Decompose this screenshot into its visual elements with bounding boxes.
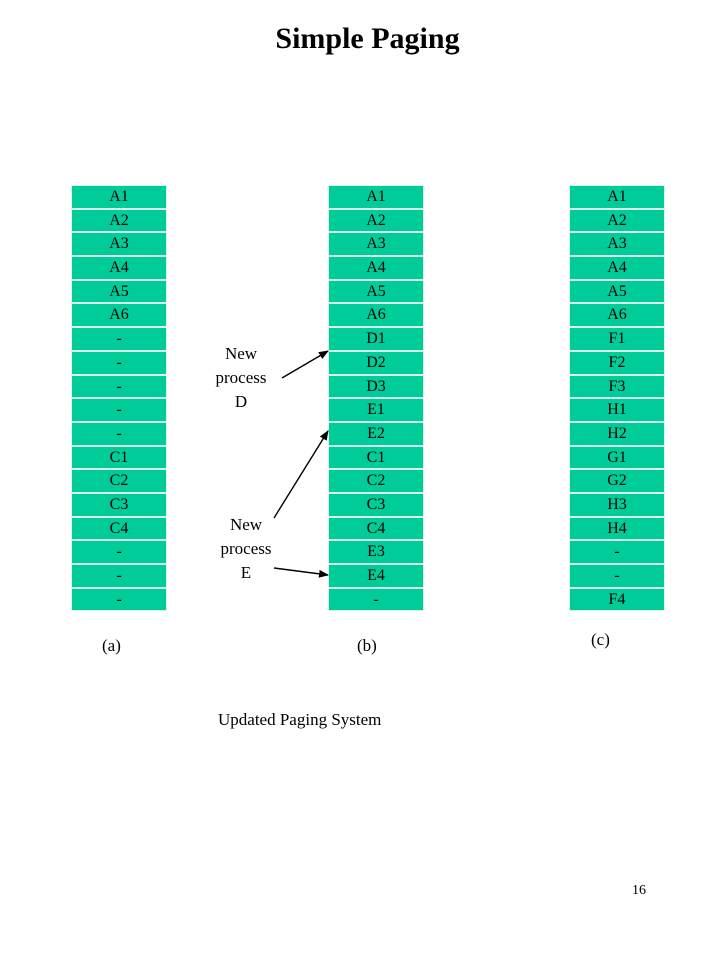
page-frame: A5 <box>71 279 167 304</box>
page-frame: F1 <box>569 327 665 351</box>
page-frame: A6 <box>328 303 424 328</box>
page-frame: A1 <box>328 185 424 209</box>
page-frame: A2 <box>71 208 167 233</box>
page-frame: - <box>328 587 424 612</box>
note-line: New <box>229 515 263 534</box>
page-frame: F2 <box>569 350 665 375</box>
page-frame: F4 <box>569 587 665 612</box>
page-frame: E1 <box>328 398 424 422</box>
page-frame: C3 <box>71 492 167 517</box>
page-frame: D3 <box>328 374 424 399</box>
page-frame: H4 <box>569 516 665 541</box>
note-line: D <box>234 392 248 411</box>
note-line: process <box>220 539 272 558</box>
page-frame: - <box>71 374 167 399</box>
arrow-d-to-d1 <box>281 350 329 379</box>
page-frame: - <box>71 327 167 351</box>
page-frame: H3 <box>569 492 665 517</box>
column-label-a: (a) <box>102 636 121 655</box>
page-frame: A1 <box>71 185 167 209</box>
page-frame: C4 <box>71 516 167 541</box>
page-frame: C3 <box>328 492 424 517</box>
page-frame: - <box>71 587 167 612</box>
page-frame: - <box>71 540 167 564</box>
note-line: New <box>224 344 258 363</box>
note-line: E <box>240 563 252 582</box>
page-frame: D2 <box>328 350 424 375</box>
page-frame: A4 <box>569 256 665 280</box>
page-frame: - <box>71 350 167 375</box>
page-frame: - <box>71 564 167 588</box>
page-frame: A6 <box>569 303 665 328</box>
page-frame: A6 <box>71 303 167 328</box>
page-frame: E2 <box>328 421 424 446</box>
page-frame: C2 <box>328 469 424 493</box>
page-frame: C4 <box>328 516 424 541</box>
page-frame: G2 <box>569 469 665 493</box>
page-frame: - <box>569 540 665 564</box>
page-frame: E4 <box>328 564 424 588</box>
page-frame: A5 <box>328 279 424 304</box>
caption: Updated Paging System <box>218 710 382 729</box>
note-line: process <box>215 368 267 387</box>
page-frame: F3 <box>569 374 665 399</box>
page-frame: A3 <box>71 232 167 257</box>
page-frame: A4 <box>71 256 167 280</box>
new-process-d-note: New process D <box>196 342 286 414</box>
arrow-e-to-e2 <box>273 430 329 519</box>
page-frame: A2 <box>328 208 424 233</box>
page-frame: A4 <box>328 256 424 280</box>
column-label-c: (c) <box>591 630 610 649</box>
page-frame: A1 <box>569 185 665 209</box>
new-process-e-note: New process E <box>201 513 291 585</box>
page-frame: A5 <box>569 279 665 304</box>
page-frame: C2 <box>71 469 167 493</box>
slide-title: Simple Paging <box>275 22 460 55</box>
page-frame: A2 <box>569 208 665 233</box>
column-label-b: (b) <box>357 636 377 655</box>
page-frame: - <box>569 564 665 588</box>
page-frame: E3 <box>328 540 424 564</box>
page-frame: G1 <box>569 445 665 470</box>
page-frame: H1 <box>569 398 665 422</box>
page-frame: C1 <box>328 445 424 470</box>
page-frame: A3 <box>328 232 424 257</box>
page-frame: H2 <box>569 421 665 446</box>
page-frame: C1 <box>71 445 167 470</box>
page-frame: A3 <box>569 232 665 257</box>
page-number: 16 <box>632 883 646 898</box>
page-frame: - <box>71 421 167 446</box>
page-frame: - <box>71 398 167 422</box>
page-frame: D1 <box>328 327 424 351</box>
